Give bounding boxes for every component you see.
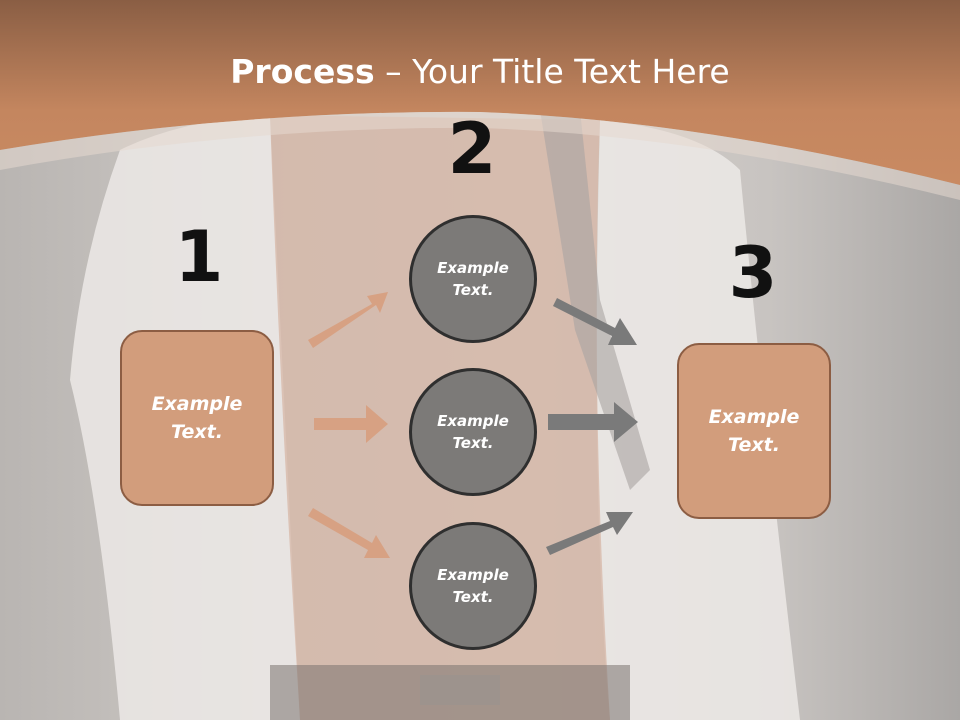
title-bold: Process — [230, 52, 375, 91]
arrow-right-middle — [548, 402, 638, 442]
step-3-box: Example Text. — [677, 343, 831, 519]
step-2-circle-bottom: Example Text. — [409, 522, 537, 650]
slide-title: Process – Your Title Text Here — [0, 52, 960, 91]
title-rest: – Your Title Text Here — [374, 52, 730, 91]
arrow-left-top — [308, 292, 388, 348]
arrow-right-bottom — [546, 512, 633, 555]
step-number-2: 2 — [447, 108, 497, 190]
step-3-label: Example Text. — [708, 405, 800, 457]
circle-label-middle: Example Text. — [437, 411, 509, 453]
circle-label-bottom: Example Text. — [437, 565, 509, 607]
arrow-left-middle — [314, 405, 388, 443]
arrow-right-top — [553, 298, 637, 345]
circle-label-top: Example Text. — [437, 258, 509, 300]
step-2-circle-top: Example Text. — [409, 215, 537, 343]
step-1-label: Example Text. — [151, 392, 243, 444]
step-number-3: 3 — [728, 232, 778, 314]
header-band — [0, 0, 960, 200]
step-2-circle-middle: Example Text. — [409, 368, 537, 496]
arrow-left-bottom — [308, 508, 390, 558]
step-1-box: Example Text. — [120, 330, 274, 506]
step-number-1: 1 — [174, 216, 224, 298]
